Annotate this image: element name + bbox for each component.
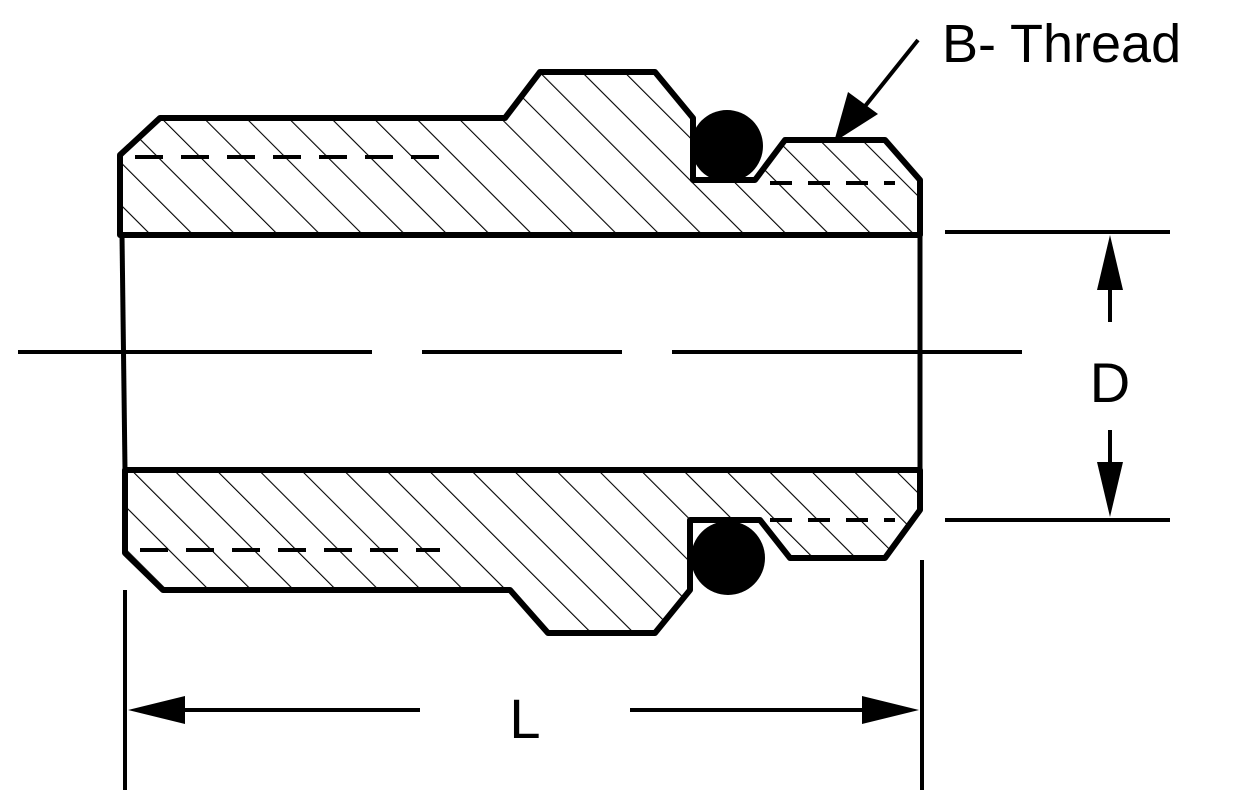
thread-label: B- Thread (942, 14, 1181, 74)
diameter-arrow-down-icon (1097, 462, 1123, 517)
length-label: L (509, 687, 540, 750)
length-arrow-right-icon (862, 696, 919, 724)
length-dimension (123, 560, 924, 790)
thread-leader-arrow-icon (834, 92, 878, 142)
lower-o-ring (691, 521, 765, 595)
diameter-arrow-up-icon (1097, 235, 1123, 290)
length-arrow-left-icon (128, 696, 185, 724)
diameter-dimension (945, 230, 1170, 522)
lower-wall-section (122, 467, 923, 636)
upper-wall-section (117, 69, 923, 238)
upper-o-ring (691, 110, 763, 182)
thread-leader-line (860, 38, 920, 112)
diameter-label: D (1090, 351, 1130, 414)
